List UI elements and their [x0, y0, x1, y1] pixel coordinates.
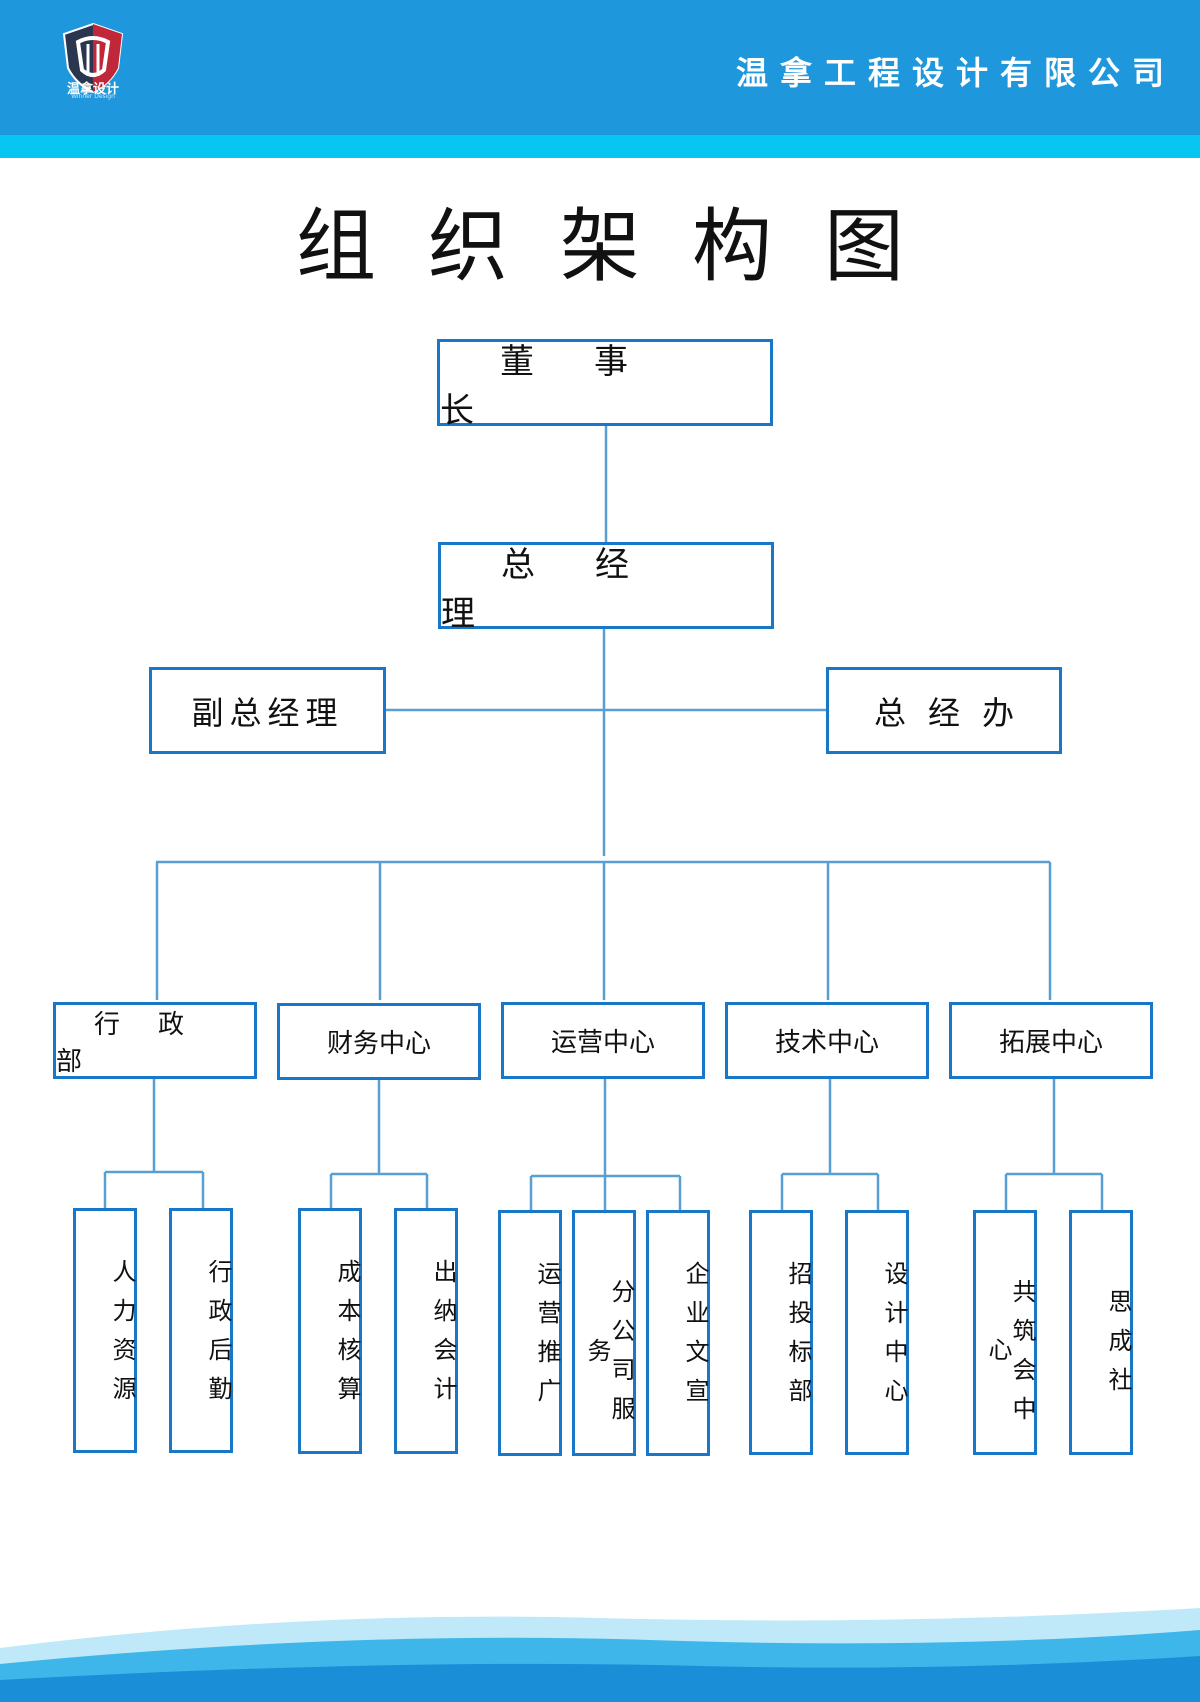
subunit-label: 思成社 [1104, 1289, 1132, 1406]
subunit-label: 运营推广 [533, 1261, 561, 1417]
subunit-label: 人力资源 [108, 1259, 136, 1415]
subunit-box: 招投标部 [749, 1210, 813, 1455]
dept-label: 行政部 [56, 1009, 223, 1077]
subunit-box: 分公司服务 [572, 1210, 636, 1456]
subunit-label: 行政后勤 [204, 1259, 232, 1415]
node-chairman: 董事长 [437, 339, 773, 431]
subunit-box: 人力资源 [73, 1208, 137, 1453]
connector-lines [103, 426, 1104, 1210]
dept-box-expansion: 拓展中心 [949, 1002, 1153, 1079]
subunit-label: 共筑会中心 [984, 1278, 1036, 1435]
dept-label: 运营中心 [550, 1028, 655, 1058]
dept-box-technology: 技术中心 [725, 1002, 929, 1079]
header-stripe [0, 135, 1200, 158]
node-gm-office-label: 总经办 [873, 693, 1036, 732]
subunit-label: 招投标部 [784, 1261, 812, 1417]
dept-box-admin: 行政部 [53, 1002, 257, 1079]
node-general-manager-label: 总经理 [441, 544, 689, 634]
company-name: 温拿工程设计有限公司 [735, 54, 1176, 92]
node-gm-office: 总经办 [826, 667, 1062, 754]
subunit-box: 运营推广 [498, 1210, 562, 1456]
subunit-label: 成本核算 [333, 1259, 361, 1415]
node-deputy-gm: 副总经理 [149, 667, 386, 754]
subunit-label: 出纳会计 [429, 1259, 457, 1415]
dept-box-operations: 运营中心 [501, 1002, 705, 1079]
subunit-box: 设计中心 [845, 1210, 909, 1455]
shield-logo-icon [62, 22, 124, 94]
logo-text: 温拿设计 [66, 82, 119, 97]
node-chairman-label: 董事长 [440, 341, 688, 431]
dept-label: 财务中心 [326, 1029, 431, 1059]
subunit-box: 出纳会计 [394, 1208, 458, 1454]
header-bar [0, 0, 1200, 135]
subunit-box: 共筑会中心 [973, 1210, 1037, 1455]
subunit-label: 分公司服务 [583, 1279, 635, 1435]
subunit-box: 企业文宣 [646, 1210, 710, 1456]
subunit-label: 设计中心 [880, 1261, 908, 1417]
subunit-box: 成本核算 [298, 1208, 362, 1454]
footer-wave [0, 1608, 1200, 1702]
logo-subtitle: Winner Design [71, 93, 115, 100]
node-deputy-gm-label: 副总经理 [191, 693, 344, 732]
subunit-box: 行政后勤 [169, 1208, 233, 1453]
dept-box-finance: 财务中心 [277, 1003, 481, 1080]
dept-label: 技术中心 [774, 1028, 879, 1058]
subunit-box: 思成社 [1069, 1210, 1133, 1455]
dept-label: 拓展中心 [998, 1028, 1103, 1058]
node-general-manager: 总经理 [438, 542, 774, 634]
page-title: 组织架构图 [296, 200, 956, 293]
subunit-label: 企业文宣 [681, 1261, 709, 1417]
